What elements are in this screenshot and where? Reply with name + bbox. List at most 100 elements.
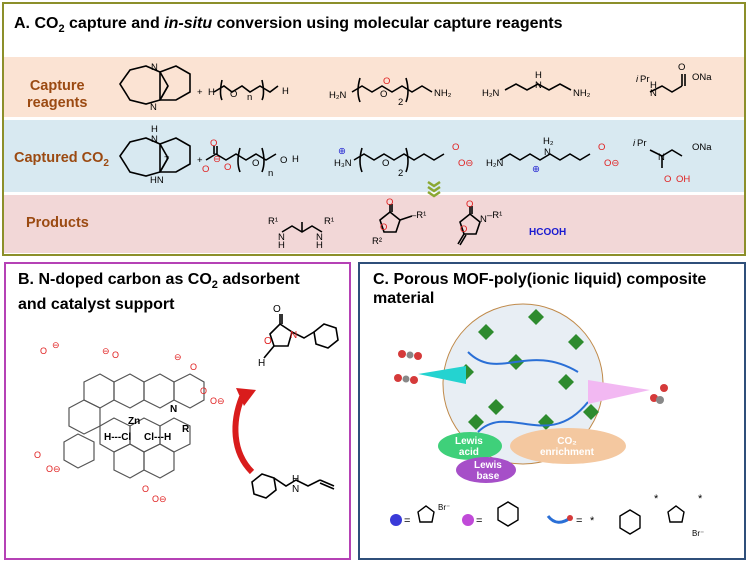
svg-text:H₂N: H₂N: [482, 88, 500, 99]
svg-text:H: H: [258, 358, 265, 369]
svg-text:O: O: [460, 224, 467, 235]
svg-text:n: n: [247, 92, 252, 103]
svg-text:O: O: [383, 76, 390, 87]
lewis-base-cloud: [456, 457, 516, 483]
svg-text:H: H: [535, 70, 542, 81]
svg-text:=: =: [404, 515, 410, 527]
svg-text:Cl---H: Cl---H: [144, 432, 171, 443]
svg-text:ONa: ONa: [692, 72, 712, 83]
svg-text:⊕: ⊕: [338, 146, 346, 157]
svg-text:H: H: [292, 474, 299, 485]
svg-text:O: O: [230, 89, 237, 100]
svg-text:i: i: [636, 74, 639, 85]
svg-text:⊖: ⊖: [213, 154, 221, 165]
panel-b: [4, 262, 351, 560]
svg-text:O: O: [380, 222, 387, 233]
svg-text:N: N: [480, 214, 487, 225]
svg-text:H: H: [151, 124, 158, 135]
svg-text:R²: R²: [372, 236, 382, 247]
row-captured-co2-band: [4, 120, 744, 192]
capture-reagents-label: Capture reagents: [27, 78, 88, 111]
svg-text:O: O: [40, 346, 47, 356]
svg-text:=: =: [576, 515, 582, 527]
svg-text:N: N: [544, 147, 551, 158]
svg-text:O⊖: O⊖: [46, 464, 61, 474]
panel-b-title: B. N-doped carbon as CO2 adsorbent and c…: [18, 271, 300, 314]
lewis-acid-cloud: [438, 432, 502, 460]
hcooh-label: HCOOH: [529, 227, 567, 238]
svg-text:R¹: R¹: [268, 216, 278, 227]
svg-text:O: O: [386, 197, 393, 208]
svg-text:O: O: [452, 142, 459, 153]
divinylbenzene-bead: [462, 514, 474, 526]
svg-text:O: O: [466, 199, 473, 210]
svg-text:Zn: Zn: [128, 416, 140, 427]
co2-molecules: [394, 350, 422, 384]
product-molecule: [263, 314, 339, 359]
svg-text:H: H: [208, 87, 215, 98]
imidazolium-bead: [390, 514, 402, 526]
svg-text:O: O: [252, 158, 259, 169]
svg-text:N: N: [292, 484, 299, 495]
svg-text:O: O: [202, 164, 209, 175]
svg-text:N: N: [278, 232, 285, 243]
svg-text:O: O: [382, 158, 389, 169]
carbamate-groups: O⊖ ⊖O ⊖O OO⊖ OO⊖ OO⊖: [34, 340, 225, 504]
svg-text:*: *: [590, 515, 595, 527]
svg-text:O: O: [273, 304, 281, 315]
svg-text:O⊖: O⊖: [210, 396, 225, 406]
svg-text:H₂N: H₂N: [486, 158, 504, 169]
co2-inlet-arrow: [418, 366, 466, 384]
svg-text:O: O: [190, 362, 197, 372]
svg-text:H₂: H₂: [543, 136, 554, 147]
svg-text:Pr: Pr: [637, 138, 647, 149]
svg-text:N: N: [151, 134, 158, 145]
svg-text:O⊖: O⊖: [152, 494, 167, 504]
svg-text:O: O: [142, 484, 149, 494]
svg-text:O: O: [380, 89, 387, 100]
svg-text:H: H: [292, 154, 299, 165]
co2-enrichment-cloud: [510, 428, 626, 464]
svg-text:N: N: [290, 330, 297, 341]
benzene-ring: [497, 501, 519, 527]
captured-co2-label: Captured CO2: [14, 150, 109, 169]
svg-text:N: N: [150, 102, 157, 113]
svg-text:O: O: [200, 386, 207, 396]
svg-text:+: +: [197, 155, 203, 166]
svg-text:O: O: [112, 350, 119, 360]
svg-text:⊕: ⊕: [532, 164, 540, 175]
svg-text:R: R: [182, 424, 190, 435]
svg-text:H: H: [282, 86, 289, 97]
svg-text:*: *: [698, 493, 703, 505]
svg-text:O: O: [280, 155, 287, 166]
panel-c-title: C. Porous MOF-poly(ionic liquid) composi…: [373, 271, 707, 307]
panel-a-title: A. CO2 capture and in-situ conversion us…: [14, 15, 563, 36]
svg-text:OH: OH: [676, 174, 690, 185]
svg-text:i: i: [633, 138, 636, 149]
svg-text:O: O: [210, 138, 217, 149]
svg-text:O: O: [224, 162, 231, 173]
panel-c-graphic: = = = Br⁻ * * * Br⁻: [390, 303, 704, 538]
row-products-band: [4, 195, 744, 253]
svg-text:=: =: [476, 515, 482, 527]
lewis-acid-label: Lewis acid: [455, 436, 483, 458]
svg-text:O: O: [264, 336, 272, 347]
svg-text:O: O: [598, 142, 605, 153]
catalytic-arrow: [232, 395, 255, 475]
reaction-chevrons: [427, 180, 441, 198]
svg-text:⊖: ⊖: [102, 346, 110, 356]
svg-text:R¹: R¹: [324, 216, 334, 227]
svg-text:NH₂: NH₂: [434, 88, 452, 99]
n-doped-carbon-network: [63, 373, 205, 479]
co2-enrichment-label: CO₂ enrichment: [540, 436, 594, 458]
imidazolium-ring: [417, 505, 435, 523]
svg-text:2: 2: [398, 168, 403, 179]
svg-text:H: H: [316, 240, 323, 251]
svg-text:Br⁻: Br⁻: [438, 503, 450, 512]
svg-text:Pr: Pr: [640, 74, 650, 85]
panel-b-graphic: Zn H---Cl Cl---H N R O⊖ ⊖O ⊖O OO⊖ OO⊖ OO…: [34, 304, 339, 504]
svg-text:⊖: ⊖: [174, 352, 182, 362]
svg-text:2: 2: [398, 97, 403, 108]
svg-text:O: O: [664, 174, 671, 185]
svg-text:N: N: [151, 62, 158, 73]
